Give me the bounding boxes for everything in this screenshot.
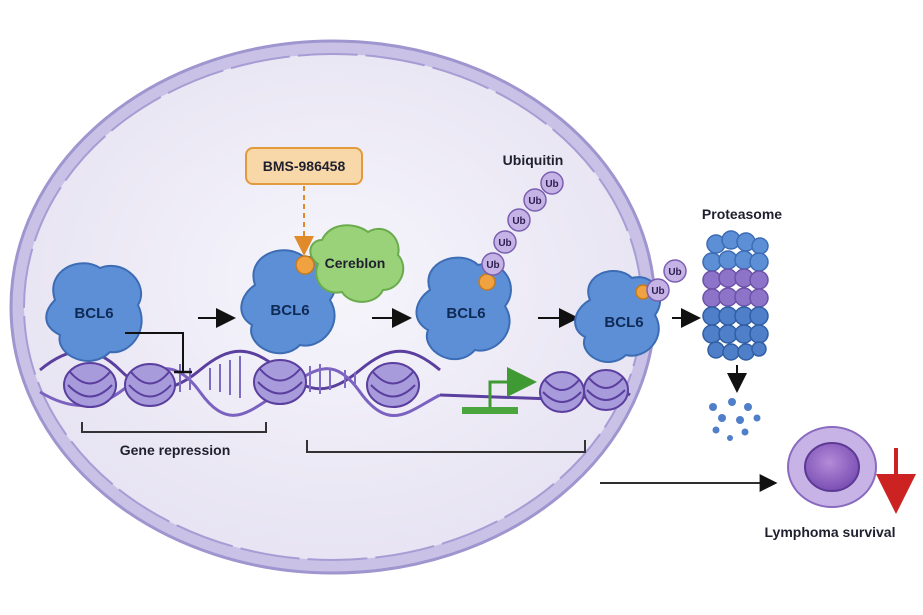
bcl6-label: BCL6 — [270, 302, 309, 319]
drug-label: BMS-986458 — [263, 158, 346, 174]
ubiquitin-bead — [523, 188, 547, 212]
ubiquitin-bead — [507, 208, 531, 232]
svg-text:Ub: Ub — [512, 216, 525, 227]
nucleosome — [253, 359, 307, 405]
bcl6-label: BCL6 — [604, 314, 643, 331]
lymphoma-survival-label: Lymphoma survival — [765, 524, 896, 540]
cereblon-protein: Cereblon — [309, 224, 405, 303]
proteasome-label: Proteasome — [702, 206, 782, 222]
bcl6-label: BCL6 — [446, 305, 485, 322]
cereblon-label: Cereblon — [325, 255, 386, 271]
ubiquitin-bead — [646, 278, 670, 302]
proteasome — [702, 230, 769, 361]
svg-text:Ub: Ub — [528, 196, 541, 207]
bcl6-protein-2: BCL6 — [240, 249, 337, 355]
nucleosomes — [63, 359, 629, 413]
promoter-arrow — [462, 367, 537, 414]
repression-inhibitor — [125, 332, 192, 374]
lymphoma-cell — [787, 426, 877, 508]
peptide-fragments — [709, 398, 761, 441]
ubiquitin-bead — [663, 259, 687, 283]
ubiquitin-bead — [540, 171, 564, 195]
bcl6-label: BCL6 — [74, 305, 113, 322]
bcl6-protein-1: BCL6 — [45, 262, 143, 362]
gene-repression-label: Gene repression — [120, 442, 231, 458]
svg-text:Ub: Ub — [498, 238, 511, 249]
ubiquitin-label: Ubiquitin — [503, 152, 564, 168]
ubiquitin-chain: Ub Ub Ub Ub Ub — [481, 171, 564, 276]
drug-linker — [295, 255, 315, 275]
svg-text:Ub: Ub — [668, 267, 681, 278]
ubiquitin-bead — [493, 230, 517, 254]
drug-box: BMS-986458 — [245, 147, 363, 185]
nucleosome — [124, 363, 176, 407]
svg-text:Ub: Ub — [651, 286, 664, 297]
svg-text:Ub: Ub — [486, 260, 499, 271]
activation-bracket — [306, 440, 586, 453]
ubiquitin-pair: Ub Ub — [646, 259, 687, 302]
drug-linker — [478, 273, 496, 291]
ubiquitin-bead — [481, 252, 505, 276]
nucleosome — [539, 371, 585, 413]
nucleosome — [366, 362, 420, 408]
nucleosome — [63, 362, 117, 408]
svg-text:Ub: Ub — [545, 179, 558, 190]
gene-repression-bracket — [81, 422, 267, 433]
nucleosome — [583, 369, 629, 411]
